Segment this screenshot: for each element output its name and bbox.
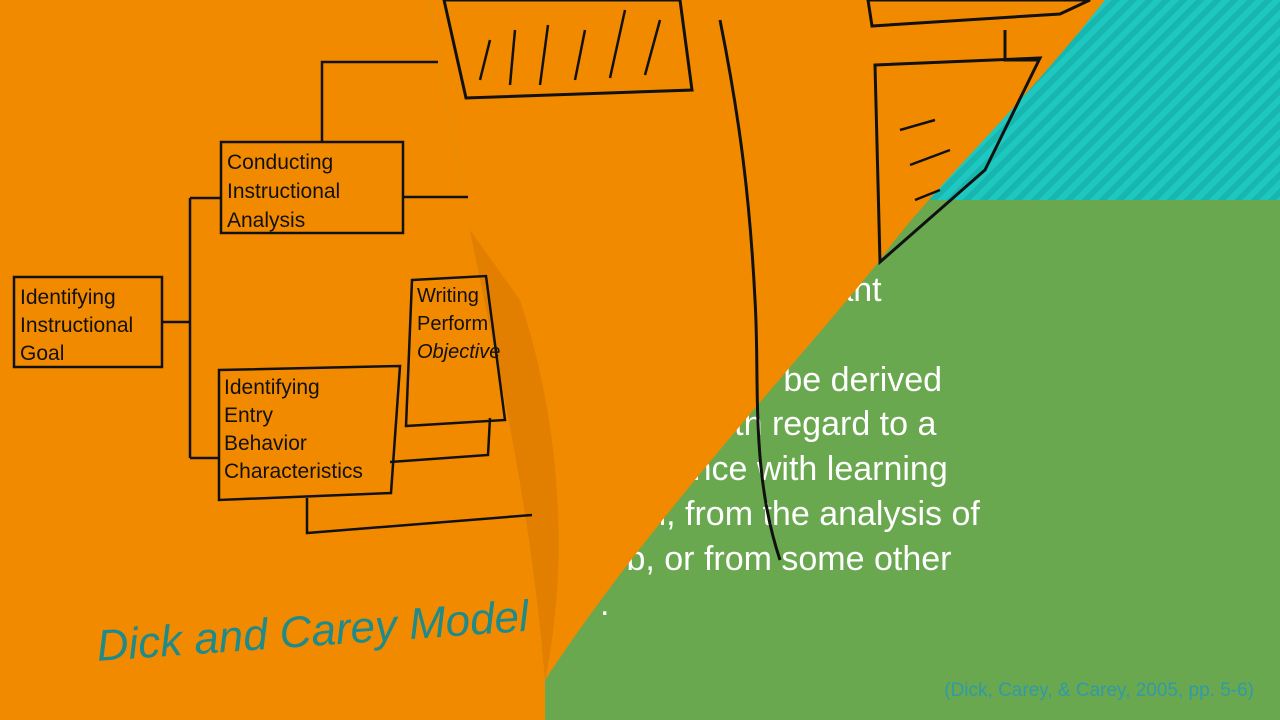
page-backside — [430, 0, 1105, 680]
box-goal-line: Instructional — [20, 314, 133, 337]
box-objectives-text: Writing Perform Objective — [417, 285, 500, 363]
box-analysis-line: Instructional — [227, 180, 340, 203]
box-analysis-line: Conducting — [227, 151, 333, 174]
box-entry-line: Characteristics — [224, 460, 363, 483]
box-goal-text: Identifying Instructional Goal — [20, 286, 139, 365]
box-conducting-analysis — [219, 140, 405, 235]
box-analysis-line: Analysis — [227, 209, 305, 232]
box-objectives-line: Objective — [417, 341, 500, 363]
paragraph-line: . — [600, 584, 610, 623]
box-objectives-line: Perform — [417, 313, 488, 335]
page-curl-shadow — [470, 230, 559, 680]
mirrored-diagram — [442, 0, 1091, 561]
box-entry-text: Identifying Entry Behavior Characteristi… — [224, 376, 363, 483]
box-entry-line: Identifying — [224, 376, 320, 399]
box-goal-line: Goal — [20, 342, 64, 365]
box-goal-line: Identifying — [20, 286, 116, 309]
box-entry-behavior — [217, 364, 402, 502]
box-objectives-line: Writing — [417, 285, 479, 307]
box-entry-line: Entry — [224, 404, 274, 427]
citation: (Dick, Carey, & Carey, 2005, pp. 5-6) — [944, 680, 1254, 701]
diagram-connectors — [162, 60, 533, 535]
box-entry-line: Behavior — [224, 432, 307, 455]
box-identifying-goal — [12, 275, 164, 369]
box-analysis-text: Conducting Instructional Analysis — [227, 151, 346, 232]
box-writing-objectives — [404, 274, 507, 428]
page-front — [0, 0, 545, 720]
